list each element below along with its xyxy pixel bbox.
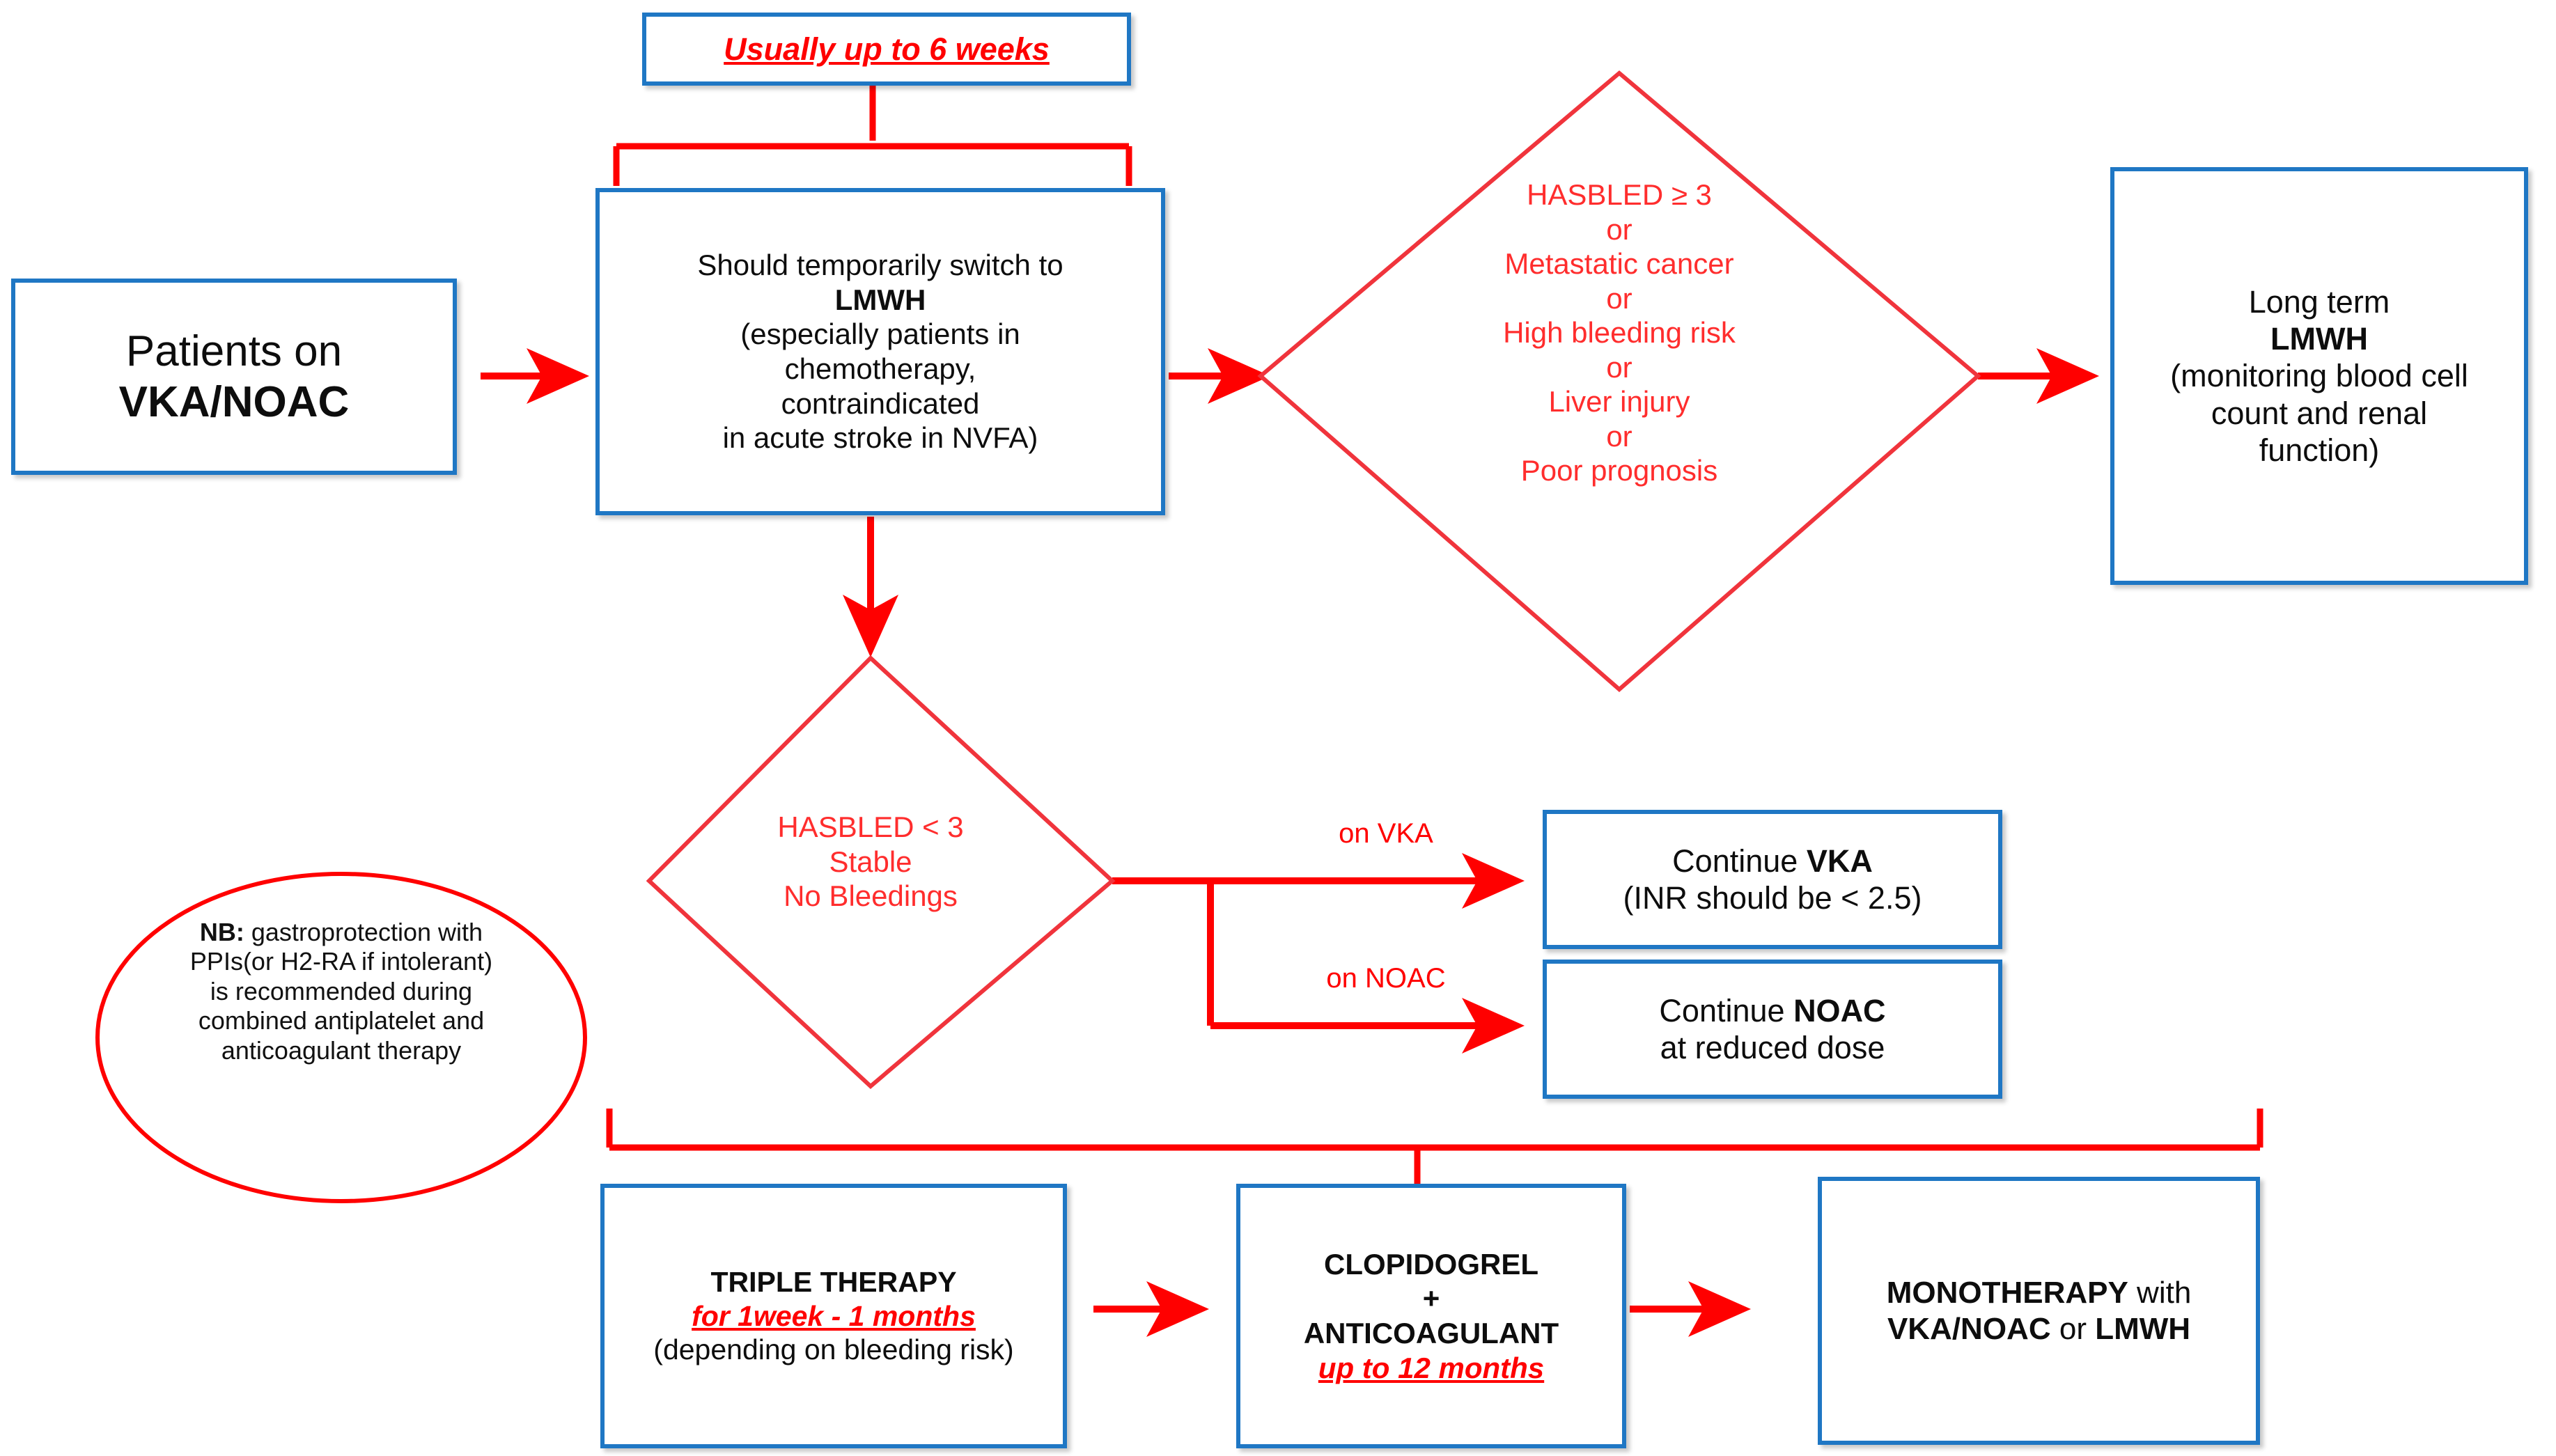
monotherapy-line-0: MONOTHERAPY with (1886, 1275, 2192, 1310)
monotherapy-box[interactable]: MONOTHERAPY with VKA/NOAC or LMWH (1818, 1177, 2260, 1445)
branch-vka-noac (1112, 853, 1525, 1054)
switch-lmwh-line-2: (especially patients in (740, 318, 1020, 351)
nb-note-line-0-rest: gastroprotection with (244, 918, 483, 946)
switch-lmwh-box[interactable]: Should temporarily switch to LMWH (espec… (595, 188, 1165, 515)
clopidogrel-box[interactable]: CLOPIDOGREL + ANTICOAGULANT up to 12 mon… (1236, 1184, 1626, 1448)
hasbled-high-line-3: or (1606, 281, 1632, 315)
hasbled-high-line-0: HASBLED ≥ 3 (1527, 178, 1712, 211)
hasbled-low-line-0: HASBLED < 3 (777, 811, 964, 843)
continue-vka-line-0: Continue VKA (1672, 843, 1873, 879)
duration-note-line-0: Usually up to 6 weeks (724, 31, 1050, 67)
nb-note-line-4: anticoagulant therapy (221, 1035, 462, 1065)
long-term-lmwh-line-0: Long term (2248, 284, 2390, 320)
triple-therapy-line-2: (depending on bleeding risk) (653, 1333, 1014, 1366)
nb-note-line-3: combined antiplatelet and (198, 1006, 485, 1035)
clopidogrel-line-0: CLOPIDOGREL (1323, 1247, 1538, 1281)
duration-note-box[interactable]: Usually up to 6 weeks (642, 13, 1131, 86)
nb-note-label: NB: gastroprotection with PPIs(or H2-RA … (111, 918, 571, 1065)
clopidogrel-line-1: + (1422, 1282, 1440, 1315)
nb-note-line-2: is recommended during (210, 976, 473, 1005)
hasbled-high-line-2: Metastatic cancer (1504, 247, 1734, 281)
edge-label-on-noac: on NOAC (1326, 963, 1446, 994)
nb-note-line-1: PPIs(or H2-RA if intolerant) (189, 947, 493, 976)
long-term-lmwh-line-4: function) (2259, 432, 2380, 468)
hasbled-high-line-6: Liver injury (1548, 385, 1690, 418)
hasbled-low-line-2: No Bleedings (784, 879, 958, 913)
long-term-lmwh-line-2: (monitoring blood cell (2170, 358, 2468, 394)
hasbled-high-label: HASBLED ≥ 3 or Metastatic cancer or High… (1362, 178, 1877, 488)
hasbled-high-line-8: Poor prognosis (1520, 454, 1718, 487)
long-term-lmwh-box[interactable]: Long term LMWH (monitoring blood cell co… (2110, 167, 2528, 585)
hasbled-high-line-1: or (1606, 212, 1632, 246)
switch-lmwh-line-3: chemotherapy, (784, 352, 976, 385)
monotherapy-line-1: VKA/NOAC or LMWH (1887, 1311, 2191, 1346)
long-term-lmwh-line-1: LMWH (2270, 321, 2368, 357)
nb-prefix: NB: (199, 918, 244, 946)
hasbled-high-line-4: High bleeding risk (1503, 316, 1736, 350)
switch-lmwh-line-1: LMWH (834, 283, 926, 316)
clopidogrel-line-2: ANTICOAGULANT (1303, 1317, 1559, 1349)
hasbled-low-line-1: Stable (829, 845, 912, 878)
continue-noac-line-1: at reduced dose (1660, 1030, 1885, 1065)
patients-box[interactable]: Patients on VKA/NOAC (11, 279, 457, 475)
continue-noac-line-0: Continue NOAC (1659, 992, 1886, 1028)
switch-lmwh-line-5: in acute stroke in NVFA) (722, 421, 1038, 455)
triple-therapy-line-0: TRIPLE THERAPY (710, 1266, 957, 1299)
edge-label-on-vka: on VKA (1339, 818, 1433, 849)
hasbled-low-label: HASBLED < 3 Stable No Bleedings (648, 810, 1093, 914)
hasbled-high-line-7: or (1606, 419, 1632, 453)
hasbled-high-line-5: or (1606, 350, 1632, 384)
clopidogrel-line-3: up to 12 months (1318, 1351, 1545, 1384)
patients-line-1: VKA/NOAC (118, 378, 350, 426)
duration-brace (613, 81, 1132, 186)
continue-noac-box[interactable]: Continue NOAC at reduced dose (1543, 960, 2002, 1099)
triple-therapy-line-1: for 1week - 1 months (692, 1299, 976, 1332)
triple-therapy-box[interactable]: TRIPLE THERAPY for 1week - 1 months (dep… (600, 1184, 1067, 1448)
nb-note-line-0: NB: gastroprotection with (111, 918, 571, 947)
continue-vka-line-1: (INR should be < 2.5) (1623, 880, 1922, 916)
switch-lmwh-line-0: Should temporarily switch to (697, 249, 1063, 282)
continue-vka-box[interactable]: Continue VKA (INR should be < 2.5) (1543, 810, 2002, 949)
switch-lmwh-line-4: contraindicated (781, 386, 980, 420)
patients-line-0: Patients on (125, 327, 343, 375)
long-term-lmwh-line-3: count and renal (2211, 395, 2428, 431)
